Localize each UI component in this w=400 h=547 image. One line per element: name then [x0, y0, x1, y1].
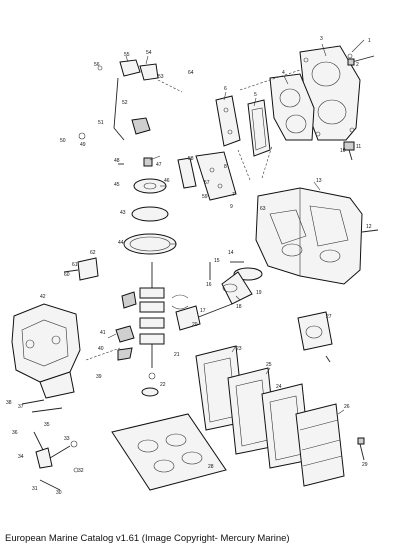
callout-25: 25: [266, 362, 272, 368]
callout-6: 6: [224, 86, 227, 92]
ignition-bracket: [177, 151, 237, 201]
callout-38: 38: [6, 400, 12, 406]
callout-5: 5: [254, 92, 257, 98]
callout-numbers: 1 2 3 4 5 6 7 8 9 10 11 12 13 14 15 16 1…: [6, 36, 372, 496]
callout-49: 49: [80, 142, 86, 148]
cover-gasket: [247, 99, 271, 157]
callout-45: 45: [114, 182, 120, 188]
callout-46: 46: [164, 178, 170, 184]
cylinder-block: [255, 187, 379, 285]
callout-7: 7: [232, 192, 235, 198]
callout-26: 26: [344, 404, 350, 410]
image-caption: European Marine Catalog v1.61 (Image Cop…: [5, 533, 290, 544]
callout-14: 14: [228, 250, 234, 256]
callout-22: 22: [160, 382, 166, 388]
callout-10: 10: [340, 148, 346, 154]
mounting-bracket: [63, 257, 99, 281]
callout-55: 55: [124, 52, 130, 58]
callout-57: 57: [204, 180, 210, 186]
lower-linkage: [33, 431, 79, 491]
callout-27: 27: [326, 314, 332, 320]
leader-lines: [107, 39, 365, 415]
callout-63: 63: [260, 206, 266, 212]
callout-48: 48: [114, 158, 120, 164]
callout-17: 17: [200, 308, 206, 314]
callout-36: 36: [12, 430, 18, 436]
flywheel-stator: [118, 157, 177, 255]
callout-15: 15: [214, 258, 220, 264]
head-bolt: [347, 55, 375, 66]
callout-33: 33: [64, 436, 70, 442]
callout-12: 12: [366, 224, 372, 230]
callout-61: 61: [72, 262, 78, 268]
callout-56: 56: [94, 62, 100, 68]
callout-64: 64: [188, 70, 194, 76]
callout-59: 59: [202, 194, 208, 200]
exhaust-cover-plate: [215, 95, 241, 147]
callout-44: 44: [118, 240, 124, 246]
callout-58: 58: [188, 156, 194, 162]
callout-11: 11: [356, 144, 361, 150]
drain-bolt: [357, 437, 365, 461]
callout-47: 47: [156, 162, 162, 168]
callout-4: 4: [282, 70, 285, 76]
callout-34: 34: [18, 454, 24, 460]
callout-3: 3: [320, 36, 323, 42]
callout-53: 53: [158, 74, 164, 80]
crankshaft: [115, 262, 165, 397]
callout-23: 23: [236, 346, 242, 352]
callout-21: 21: [174, 352, 180, 358]
callout-39: 39: [96, 374, 102, 380]
head-gasket: [269, 73, 315, 141]
callout-50: 50: [60, 138, 66, 144]
callout-16: 16: [206, 282, 212, 288]
callout-29: 29: [362, 462, 368, 468]
callout-1: 1: [368, 38, 371, 44]
callout-42: 42: [40, 294, 46, 300]
callout-8: 8: [224, 164, 227, 170]
callout-54: 54: [146, 50, 152, 56]
callout-41: 41: [100, 330, 106, 336]
callout-51: 51: [98, 120, 104, 126]
throttle-linkage: [78, 59, 159, 141]
callout-52: 52: [122, 100, 128, 106]
callout-62: 62: [90, 250, 96, 256]
callout-9: 9: [230, 204, 233, 210]
callout-2: 2: [356, 62, 359, 68]
callout-60: 60: [64, 272, 70, 278]
bearing-halves: [171, 294, 189, 310]
callout-37: 37: [18, 404, 24, 410]
callout-40: 40: [98, 346, 104, 352]
intake-manifold-gasket: [111, 413, 227, 491]
callout-43: 43: [120, 210, 126, 216]
exhaust-plate: [295, 403, 345, 487]
callout-13: 13: [316, 178, 322, 184]
callout-19: 19: [256, 290, 262, 296]
crankcase-cover: [11, 303, 81, 413]
piston-assembly: [175, 261, 263, 331]
callout-31: 31: [32, 486, 38, 492]
callout-28: 28: [208, 464, 214, 470]
thermostat-housing: [297, 311, 333, 363]
callout-30: 30: [56, 490, 62, 496]
callout-35: 35: [44, 422, 50, 428]
callout-24: 24: [276, 384, 282, 390]
callout-18: 18: [236, 304, 242, 310]
temperature-sensor: [343, 141, 355, 161]
callout-32: 32: [78, 468, 84, 474]
callout-20: 20: [192, 322, 198, 328]
